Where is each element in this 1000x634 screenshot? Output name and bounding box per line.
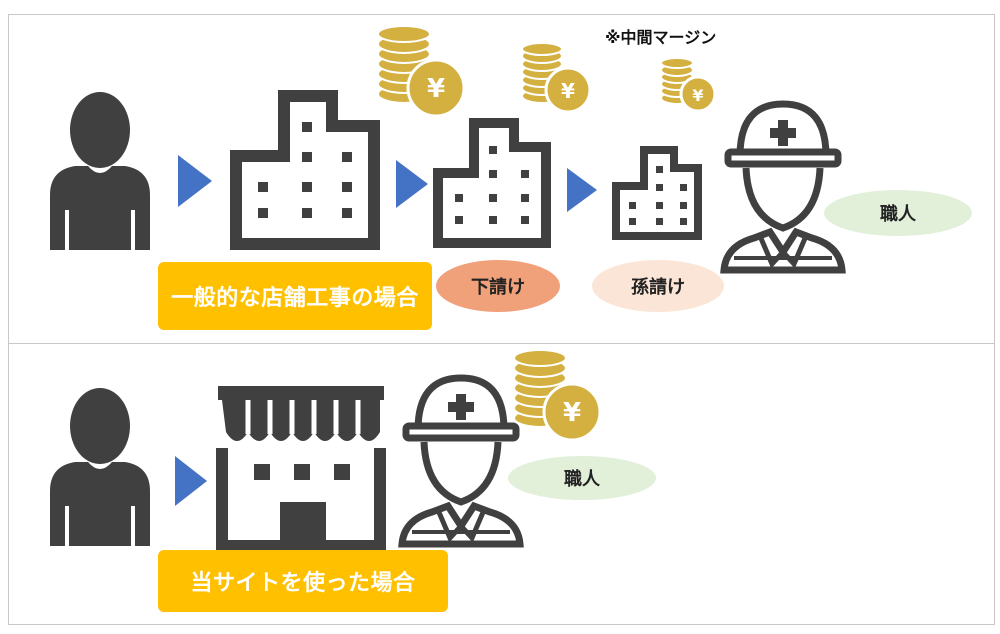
subcontractor-label: 下請け bbox=[471, 277, 525, 298]
sub-subcontractor-label-oval: 孫請け bbox=[592, 260, 724, 312]
yen-coin-stack-icon: ¥ bbox=[660, 57, 717, 113]
yen-coin-stack-icon: ¥ bbox=[521, 42, 592, 114]
craftsman-label: 職人 bbox=[564, 469, 600, 490]
person-silhouette-icon bbox=[50, 92, 150, 250]
site-case-caption-text: 当サイトを使った場合 bbox=[190, 571, 416, 596]
arrow-right-icon bbox=[396, 160, 428, 208]
craftsman-label: 職人 bbox=[880, 204, 916, 225]
svg-text:¥: ¥ bbox=[561, 79, 575, 103]
arrow-right-icon bbox=[175, 456, 207, 506]
general-case-caption: 一般的な店舗工事の場合 bbox=[158, 262, 432, 330]
sub-subcontractor-label: 孫請け bbox=[631, 277, 685, 298]
person-silhouette-icon bbox=[50, 388, 150, 546]
svg-text:¥: ¥ bbox=[563, 398, 581, 428]
craftsman-label-oval: 職人 bbox=[508, 456, 656, 500]
medium-building-icon bbox=[433, 118, 551, 248]
hardhat-worker-icon bbox=[720, 100, 846, 274]
arrow-right-icon bbox=[178, 155, 212, 207]
storefront-icon bbox=[216, 386, 386, 552]
subcontractor-label-oval: 下請け bbox=[436, 260, 560, 312]
yen-coin-stack-icon: ¥ bbox=[377, 25, 466, 118]
svg-text:¥: ¥ bbox=[692, 86, 703, 105]
hardhat-worker-icon bbox=[398, 374, 524, 548]
general-case-caption-text: 一般的な店舗工事の場合 bbox=[171, 286, 419, 311]
large-building-icon bbox=[230, 90, 380, 250]
yen-coin-stack-icon: ¥ bbox=[513, 349, 602, 442]
site-case-caption: 当サイトを使った場合 bbox=[158, 550, 448, 612]
margin-note: ※中間マージン bbox=[605, 28, 717, 47]
craftsman-label-oval: 職人 bbox=[824, 190, 972, 236]
svg-text:¥: ¥ bbox=[427, 74, 445, 104]
small-building-icon bbox=[612, 146, 702, 240]
arrow-right-icon bbox=[567, 168, 597, 212]
